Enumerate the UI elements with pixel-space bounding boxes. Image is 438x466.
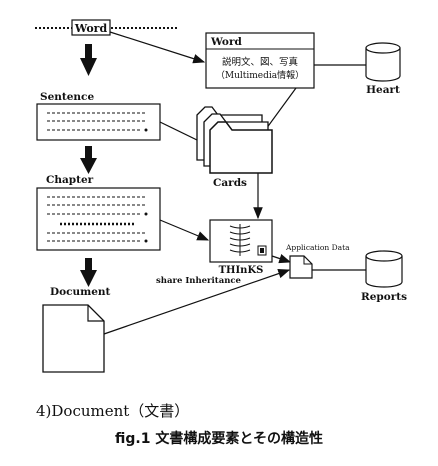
chapter-label: Chapter <box>46 174 94 186</box>
arrow-chapter-to-thinks <box>159 219 210 241</box>
document-file-icon <box>42 304 105 373</box>
reports-label: Reports <box>361 291 407 303</box>
application-data-file-icon <box>289 255 313 279</box>
word-box: Word 説明文、図、写真 （Multimedia情報） <box>205 32 315 89</box>
application-data-label: Application Data <box>285 243 350 252</box>
cards-label: Cards <box>213 177 247 189</box>
down-arrow-icon <box>80 44 97 76</box>
section-subtitle: 4)Document（文書） <box>36 402 190 420</box>
reports-database-icon: Reports <box>361 250 407 303</box>
heart-label: Heart <box>366 84 400 96</box>
down-arrow-icon <box>80 146 97 174</box>
sentence-box <box>36 103 161 141</box>
cards-stack-icon <box>196 106 273 174</box>
word-top-label: Word <box>74 22 108 35</box>
heart-database-icon: Heart <box>365 42 401 96</box>
word-box-title: Word <box>210 36 242 48</box>
thinks-box <box>209 219 273 263</box>
down-arrow-icon <box>80 258 97 287</box>
figure-caption: fig.1 文書構成要素とその構造性 <box>115 431 323 447</box>
word-box-line1: 説明文、図、写真 <box>222 56 298 68</box>
share-inheritance-label: share Inheritance <box>156 276 242 286</box>
sentence-label: Sentence <box>40 91 94 103</box>
arrow-word-to-wordbox <box>109 31 206 64</box>
word-box-line2: （Multimedia情報） <box>216 69 304 81</box>
word-top-element: Word <box>35 19 178 36</box>
document-label: Document <box>50 286 111 298</box>
arrow-thinks-to-appdata <box>271 254 292 264</box>
thinks-label: THInKS <box>219 265 264 276</box>
arrow-document-to-appdata <box>103 268 291 335</box>
chapter-box <box>36 187 161 251</box>
